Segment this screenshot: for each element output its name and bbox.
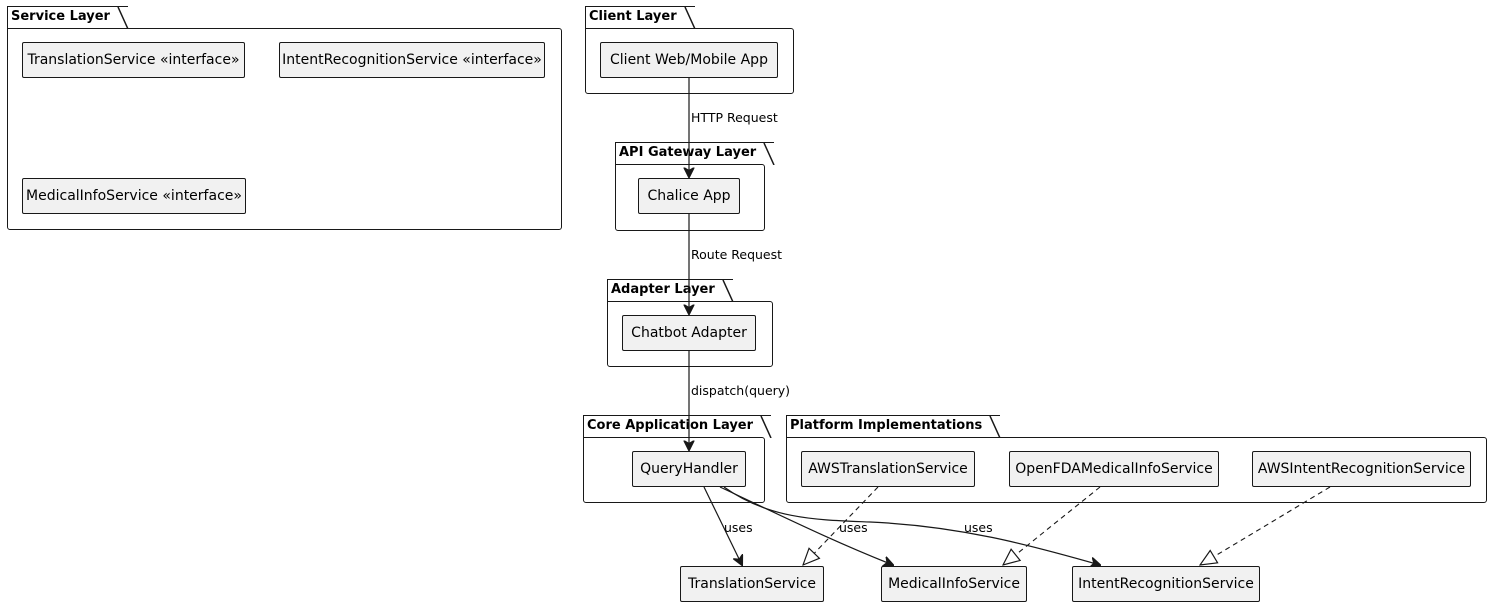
node-query-handler[interactable]: QueryHandler: [632, 451, 746, 487]
edge-label-uses-translation: uses: [724, 520, 753, 535]
node-client-web-mobile-app[interactable]: Client Web/Mobile App: [600, 42, 778, 78]
edge-realize-translation: [803, 486, 879, 565]
edge-label-uses-medical: uses: [839, 520, 868, 535]
package-tab-client-layer: Client Layer: [585, 6, 696, 29]
edge-uses-medical: [719, 486, 893, 565]
edge-label-http-request: HTTP Request: [691, 110, 778, 125]
node-intent-recognition-service[interactable]: IntentRecognitionService: [1072, 566, 1260, 602]
node-translation-service-interface[interactable]: TranslationService «interface»: [22, 42, 245, 78]
package-tab-slant: [989, 416, 1002, 438]
node-chatbot-adapter[interactable]: Chatbot Adapter: [622, 315, 756, 351]
package-tab-api-gateway-layer: API Gateway Layer: [615, 142, 776, 165]
edge-uses-translation: [703, 486, 742, 565]
node-intent-recognition-service-interface[interactable]: IntentRecognitionService «interface»: [279, 42, 545, 78]
package-title-platform-implementations: Platform Implementations: [790, 418, 983, 433]
package-tab-slant: [721, 280, 734, 302]
edge-uses-intent: [723, 486, 1100, 565]
edge-realize-intent: [1200, 486, 1331, 565]
package-tab-slant: [116, 7, 129, 29]
node-translation-service[interactable]: TranslationService: [680, 566, 824, 602]
package-tab-slant: [683, 7, 696, 29]
package-title-service-layer: Service Layer: [11, 9, 110, 24]
edge-label-uses-intent: uses: [964, 520, 993, 535]
node-medical-info-service[interactable]: MedicalInfoService: [881, 566, 1027, 602]
package-tab-slant: [763, 143, 776, 165]
node-aws-intent-recognition-service[interactable]: AWSIntentRecognitionService: [1252, 451, 1471, 487]
edge-label-route-request: Route Request: [691, 247, 783, 262]
package-title-api-gateway-layer: API Gateway Layer: [619, 145, 757, 160]
package-tab-service-layer: Service Layer: [7, 6, 129, 29]
package-tab-core-application-layer: Core Application Layer: [583, 415, 773, 438]
package-tab-platform-implementations: Platform Implementations: [786, 415, 1002, 438]
package-tab-slant: [760, 416, 773, 438]
package-title-core-application-layer: Core Application Layer: [587, 418, 754, 433]
node-openfda-medical-info-service[interactable]: OpenFDAMedicalInfoService: [1009, 451, 1219, 487]
edge-label-dispatch: dispatch(query): [691, 383, 791, 398]
node-chalice-app[interactable]: Chalice App: [638, 178, 740, 214]
edge-realize-medical: [1003, 486, 1101, 565]
package-title-client-layer: Client Layer: [589, 9, 677, 24]
node-medical-info-service-interface[interactable]: MedicalInfoService «interface»: [22, 178, 246, 214]
node-aws-translation-service[interactable]: AWSTranslationService: [801, 451, 975, 487]
